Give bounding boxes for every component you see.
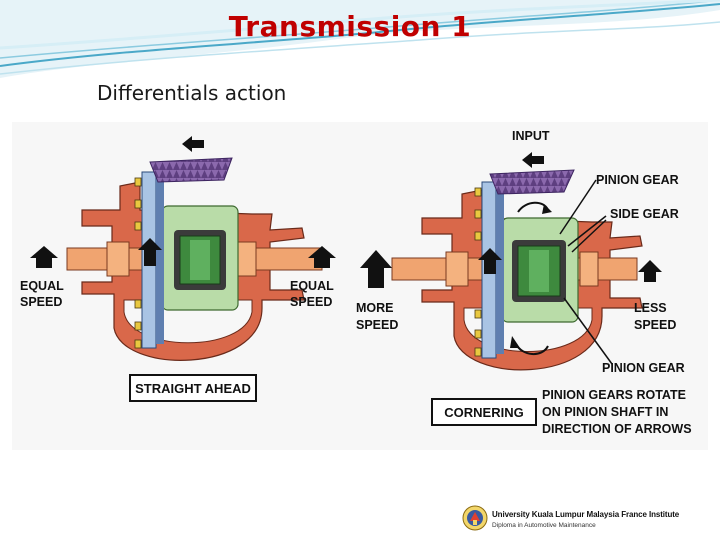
slide-title: Transmission 1	[228, 10, 472, 43]
label-side-gear: SIDE GEAR	[610, 207, 679, 221]
label-equal-speed-left-1: EQUAL	[20, 279, 64, 293]
label-equal-speed-right-1: EQUAL	[290, 279, 334, 293]
left-ring-gear	[149, 157, 233, 183]
header-decoration	[0, 0, 720, 78]
label-input: INPUT	[512, 129, 550, 143]
cornering-label: CORNERING	[444, 405, 523, 420]
footer-programme: Diploma in Automotive Maintenance	[492, 522, 596, 529]
right-ring-gear	[489, 169, 575, 195]
straight-ahead-label: STRAIGHT AHEAD	[135, 381, 251, 396]
less-speed-arrow	[638, 260, 662, 282]
cornering-assembly: INPUT PINION GEAR SIDE GEAR MORE SPEED L…	[356, 129, 692, 436]
differential-diagram: EQUAL SPEED EQUAL SPEED STRAIGHT AHEAD	[20, 129, 692, 436]
footer-institution: University Kuala Lumpur Malaysia France …	[492, 510, 680, 519]
caption-line-3: DIRECTION OF ARROWS	[542, 422, 692, 436]
right-input-arrow	[522, 152, 544, 168]
right-equal-speed-arrow	[308, 246, 336, 268]
label-pinion-gear-top: PINION GEAR	[596, 173, 679, 187]
label-pinion-gear-bottom: PINION GEAR	[602, 361, 685, 375]
left-input-arrow	[182, 136, 204, 152]
left-equal-speed-arrow	[30, 246, 58, 268]
more-speed-arrow	[360, 250, 392, 288]
university-logo-icon	[462, 505, 488, 531]
label-more-speed-2: SPEED	[356, 318, 398, 332]
label-more-speed-1: MORE	[356, 301, 394, 315]
caption-line-2: ON PINION SHAFT IN	[542, 405, 668, 419]
label-equal-speed-right-2: SPEED	[290, 295, 332, 309]
straight-ahead-box	[129, 374, 257, 402]
straight-ahead-assembly: EQUAL SPEED EQUAL SPEED STRAIGHT AHEAD	[20, 136, 336, 402]
caption-line-1: PINION GEARS ROTATE	[542, 388, 686, 402]
cornering-box	[431, 398, 537, 426]
label-less-speed-2: SPEED	[634, 318, 676, 332]
label-less-speed-1: LESS	[634, 301, 667, 315]
footer: University Kuala Lumpur Malaysia France …	[462, 505, 718, 535]
label-equal-speed-left-2: SPEED	[20, 295, 62, 309]
slide-subtitle: Differentials action	[97, 81, 287, 105]
differential-figure: EQUAL SPEED EQUAL SPEED STRAIGHT AHEAD	[12, 122, 708, 450]
